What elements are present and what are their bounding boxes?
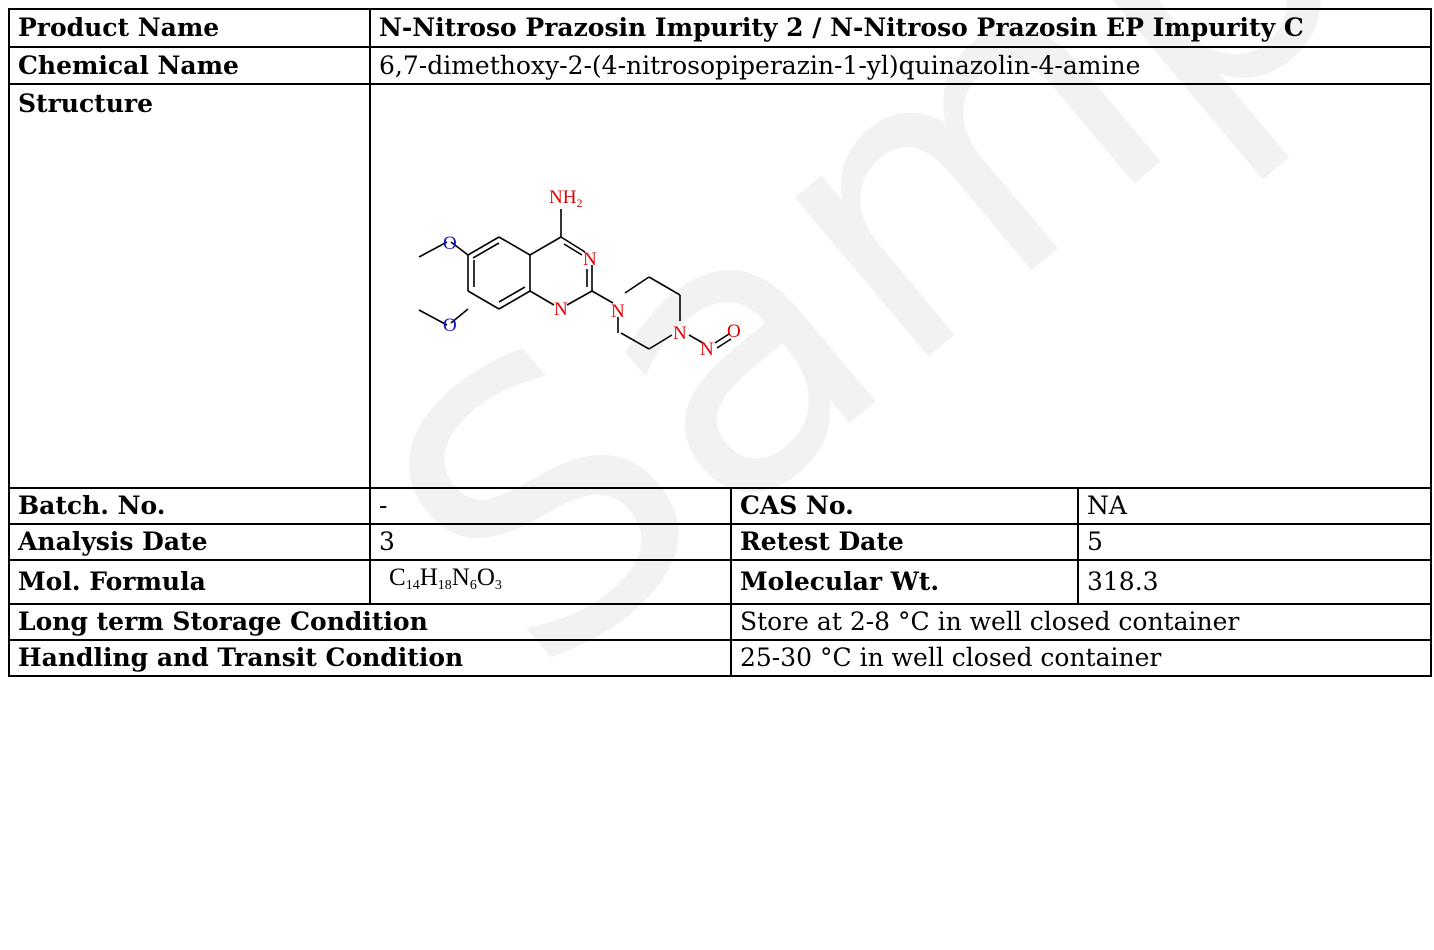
nitroso-n-atom: N — [700, 339, 714, 360]
structure-cell: NH2 N N O O N N N O — [368, 83, 1433, 489]
retest-date-label: Retest Date — [730, 523, 1079, 561]
row-handling: Handling and Transit Condition 25-30 °C … — [8, 639, 1433, 677]
cas-label: CAS No. — [730, 487, 1079, 525]
amine-label: NH2 — [549, 187, 582, 210]
mol-wt-label: Molecular Wt. — [730, 559, 1079, 605]
chemical-name-label: Chemical Name — [8, 46, 371, 85]
batch-label: Batch. No. — [8, 487, 371, 525]
cas-value: NA — [1076, 487, 1433, 525]
structure-diagram: NH2 N N O O N N N O — [418, 187, 741, 360]
structure-label: Structure — [8, 83, 371, 489]
coa-table: Product Name N-Nitroso Prazosin Impurity… — [8, 8, 1433, 677]
handling-value: 25-30 °C in well closed container — [729, 639, 1433, 677]
row-formula: Mol. Formula C14H18N6O3 Molecular Wt. 31… — [8, 559, 1433, 605]
row-storage: Long term Storage Condition Store at 2-8… — [8, 603, 1433, 641]
batch-value: - — [369, 487, 732, 525]
retest-date-value: 5 — [1076, 523, 1433, 561]
row-batch: Batch. No. - CAS No. NA — [8, 487, 1433, 525]
piperazine-n4-atom: N — [673, 323, 687, 344]
product-name-value: N-Nitroso Prazosin Impurity 2 / N-Nitros… — [368, 8, 1433, 48]
analysis-date-label: Analysis Date — [8, 523, 371, 561]
analysis-date-value: 3 — [369, 523, 732, 561]
n3-atom: N — [583, 249, 597, 270]
product-name-label: Product Name — [8, 8, 371, 48]
row-chemical-name: Chemical Name 6,7-dimethoxy-2-(4-nitroso… — [8, 46, 1433, 85]
nitroso-o-atom: O — [727, 321, 741, 342]
o7-atom: O — [443, 315, 457, 336]
storage-label: Long term Storage Condition — [8, 603, 732, 641]
mol-formula-value: C14H18N6O3 — [369, 559, 732, 605]
mol-formula-label: Mol. Formula — [8, 559, 371, 605]
mol-wt-value: 318.3 — [1076, 559, 1433, 605]
n1-atom: N — [554, 299, 568, 320]
o6-atom: O — [443, 233, 457, 254]
row-structure: Structure — [8, 83, 1433, 489]
chemical-name-value: 6,7-dimethoxy-2-(4-nitrosopiperazin-1-yl… — [368, 46, 1433, 85]
handling-label: Handling and Transit Condition — [8, 639, 732, 677]
storage-value: Store at 2-8 °C in well closed container — [729, 603, 1433, 641]
row-dates: Analysis Date 3 Retest Date 5 — [8, 523, 1433, 561]
piperazine-n1-atom: N — [611, 301, 625, 322]
row-product-name: Product Name N-Nitroso Prazosin Impurity… — [8, 8, 1433, 48]
